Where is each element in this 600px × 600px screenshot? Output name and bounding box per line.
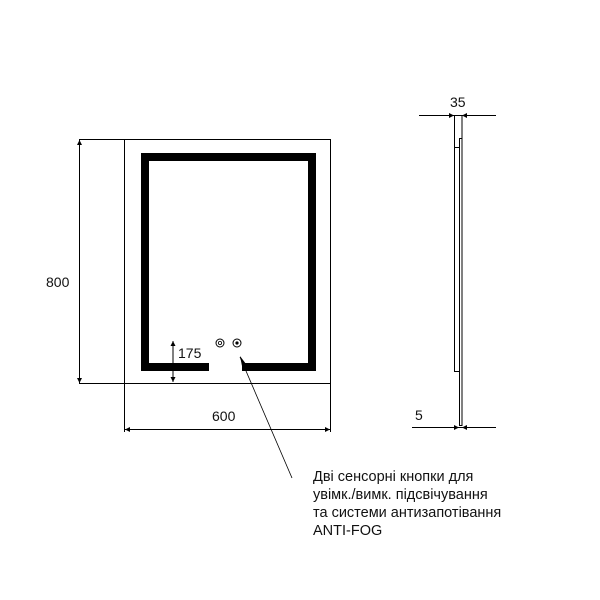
leader-line: [239, 356, 293, 479]
led-strip: [141, 153, 316, 371]
fog-icon: [232, 338, 242, 348]
sensor-buttons: [215, 338, 242, 348]
annotation-line: Дві сенсорні кнопки для: [313, 469, 474, 485]
height-label: 800: [46, 274, 70, 290]
side-glass: [459, 138, 463, 426]
glass-thickness-label: 5: [415, 407, 423, 423]
height-dimension: [77, 139, 124, 384]
mirror-outline: [124, 139, 331, 384]
annotation-line: ANTI-FOG: [313, 523, 383, 539]
side-view: [412, 113, 496, 430]
sensor-offset-label: 175: [178, 345, 202, 361]
annotation-line: та системи антизапотівання: [313, 505, 502, 521]
side-frame: [454, 147, 460, 372]
annotation-line: увімк./вимк. підсвічування: [313, 487, 488, 503]
front-view: [124, 139, 331, 384]
depth-label: 35: [450, 94, 466, 110]
power-icon: [215, 338, 225, 348]
width-dimension: [124, 384, 331, 432]
width-label: 600: [212, 408, 236, 424]
sensor-annotation: Дві сенсорні кнопки для увімк./вимк. під…: [313, 468, 501, 540]
